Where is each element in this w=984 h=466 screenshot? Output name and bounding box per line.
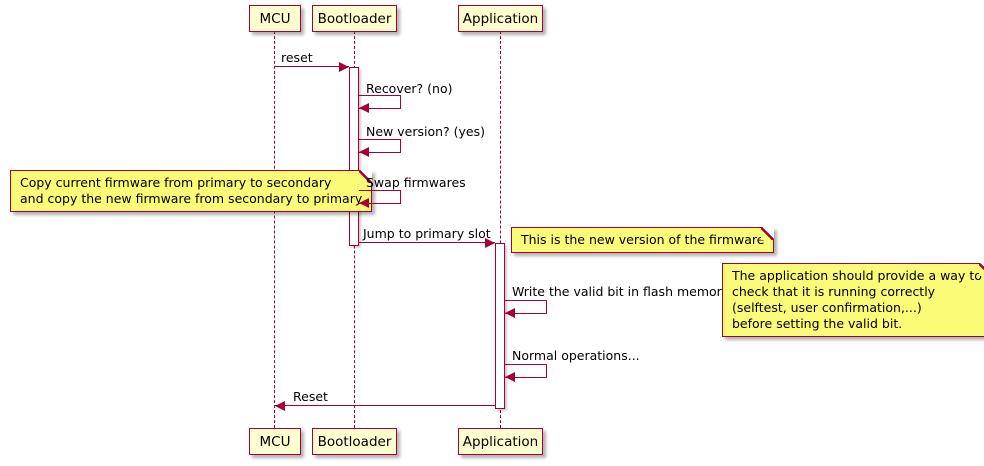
message-normal-ops-arrowhead: [505, 372, 515, 382]
message-jump-arrowhead: [485, 238, 495, 248]
message-swap-label: Swap firmwares: [366, 175, 466, 190]
message-write-valid-loop: [505, 300, 547, 314]
note-valid-bit-text: The application should provide a way to …: [732, 268, 982, 331]
participant-application-top: Application: [458, 5, 543, 32]
activation-application: [495, 243, 505, 409]
message-reset-back-line: [275, 405, 495, 406]
message-jump-line: [359, 242, 495, 243]
message-jump-label: Jump to primary slot: [363, 226, 491, 241]
lifeline-mcu: [274, 31, 275, 428]
note-copy-firmware-text: Copy current firmware from primary to se…: [20, 175, 363, 206]
activation-bootloader: [349, 67, 359, 246]
participant-mcu-top: MCU: [249, 5, 301, 32]
participant-bootloader-bottom: Bootloader: [312, 428, 397, 455]
message-normal-ops-label: Normal operations...: [512, 348, 640, 363]
participant-bootloader-top: Bootloader: [312, 5, 397, 32]
message-recover-label: Recover? (no): [366, 81, 453, 96]
message-new-version-arrowhead: [359, 147, 369, 157]
message-reset-line: [275, 66, 349, 67]
message-swap-arrowhead: [359, 198, 369, 208]
message-reset-back-arrowhead: [275, 401, 285, 411]
message-new-version-loop: [359, 139, 401, 153]
message-recover-arrowhead: [359, 103, 369, 113]
note-new-version: This is the new version of the firmware: [511, 227, 775, 253]
note-fold-icon: [761, 227, 775, 240]
message-reset-label: reset: [281, 50, 313, 65]
note-copy-firmware: Copy current firmware from primary to se…: [10, 170, 373, 212]
participant-application-bottom: Application: [458, 428, 543, 455]
message-reset-arrowhead: [339, 62, 349, 72]
message-reset-back-label: Reset: [293, 389, 328, 404]
note-fold-icon: [978, 263, 984, 276]
message-swap-loop: [359, 190, 401, 204]
note-valid-bit: The application should provide a way to …: [722, 263, 984, 337]
note-new-version-text: This is the new version of the firmware: [521, 232, 765, 247]
message-recover-loop: [359, 95, 401, 109]
participant-mcu-bottom: MCU: [249, 428, 301, 455]
message-normal-ops-loop: [505, 364, 547, 378]
note-fold-icon: [359, 170, 373, 183]
message-new-version-label: New version? (yes): [366, 124, 485, 139]
lifeline-application: [500, 31, 501, 428]
message-write-valid-label: Write the valid bit in flash memory: [512, 284, 730, 299]
message-write-valid-arrowhead: [505, 308, 515, 318]
